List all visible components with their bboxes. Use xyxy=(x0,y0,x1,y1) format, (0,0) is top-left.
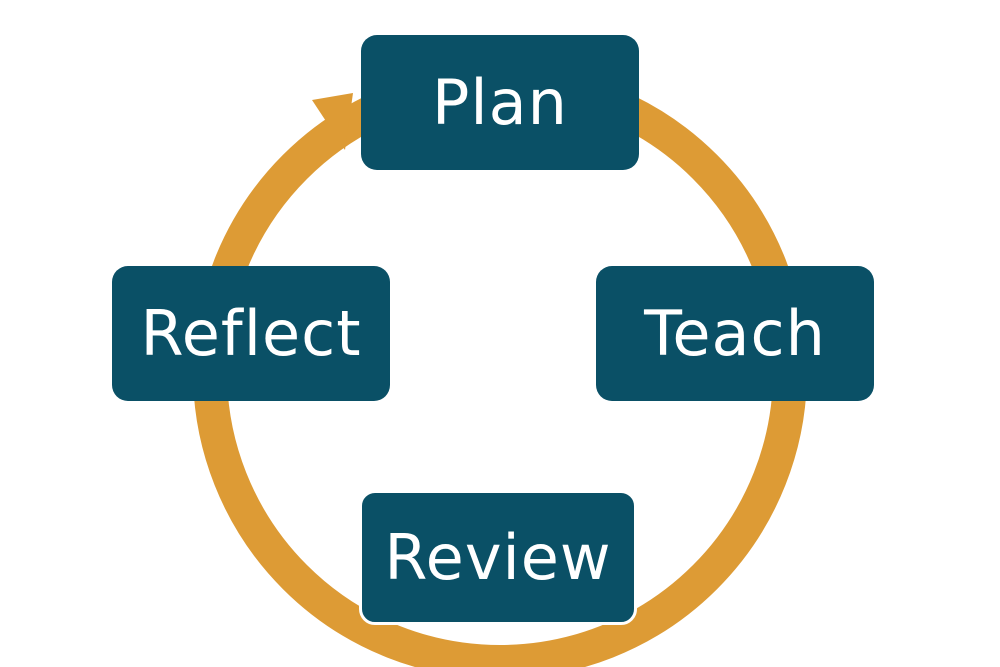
step-plan-label: Plan xyxy=(432,66,568,139)
step-review-label: Review xyxy=(384,521,612,594)
step-reflect: Reflect xyxy=(112,266,390,401)
cycle-arrow-head xyxy=(312,93,353,150)
step-teach: Teach xyxy=(596,266,874,401)
step-plan: Plan xyxy=(361,35,639,170)
step-review: Review xyxy=(359,490,637,625)
step-reflect-label: Reflect xyxy=(140,297,362,370)
step-teach-label: Teach xyxy=(644,297,826,370)
